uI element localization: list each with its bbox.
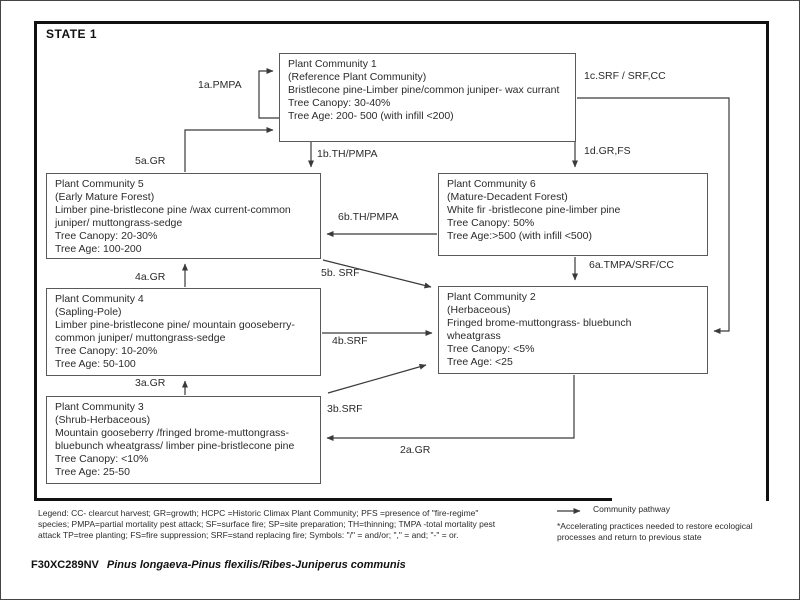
pc1-title: Plant Community 1 [288,58,377,70]
plant-community-5-box: Plant Community 5 (Early Mature Forest) … [46,173,321,259]
pc4-type: (Sapling-Pole) [55,306,122,318]
pc5-canopy: Tree Canopy: 20-30% [55,230,158,242]
pathway-1a-arrow [258,68,279,119]
pc2-composition: Fringed brome-muttongrass- bluebunch whe… [447,317,632,342]
state-frame [34,21,769,501]
pc5-title: Plant Community 5 [55,178,144,190]
pc4-age: Tree Age: 50-100 [55,358,136,370]
pathway-1c-arrow [577,97,730,334]
pc1-composition: Bristlecone pine-Limber pine/common juni… [288,84,560,96]
plant-community-4-box: Plant Community 4 (Sapling-Pole) Limber … [46,288,321,376]
pathway-2a-arrow [326,375,575,441]
ecological-site-species: Pinus longaeva-Pinus flexilis/Ribes-Juni… [106,559,406,571]
pc3-composition: Mountain gooseberry /fringed brome-mutto… [55,427,295,452]
pc4-composition: Limber pine-bristlecone pine/ mountain g… [55,319,295,344]
community-pathway-label: Community pathway [593,504,671,514]
plant-community-3-box: Plant Community 3 (Shrub-Herbaceous) Mou… [46,396,321,484]
pc4-canopy: Tree Canopy: 10-20% [55,345,158,357]
transition-label-6b: 6b.TH/PMPA [338,211,399,223]
pc1-type: (Reference Plant Community) [288,71,427,83]
pc3-age: Tree Age: 25-50 [55,466,130,478]
site-footer: F30XC289NV Pinus longaeva-Pinus flexilis/… [31,559,406,571]
transition-label-2a: 2a.GR [400,444,431,456]
pc6-composition: White fir -bristlecone pine-limber pine [447,204,621,216]
accelerating-practices-footnote: *Accelerating practices needed to restor… [557,521,753,542]
pathway-5b-arrow [322,259,432,289]
pc2-canopy: Tree Canopy: <5% [447,343,535,355]
pc3-title: Plant Community 3 [55,401,144,413]
transition-label-1c: 1c.SRF / SRF,CC [584,70,666,82]
transition-label-5b: 5b. SRF [321,267,360,279]
transition-label-1a: 1a.PMPA [198,79,242,91]
ecological-site-code: F30XC289NV [31,559,99,571]
pc3-canopy: Tree Canopy: <10% [55,453,149,465]
legend-text-block: Legend: CC- clearcut harvest; GR=growth;… [38,508,558,541]
transition-label-4b: 4b.SRF [332,335,368,347]
transition-label-3a: 3a.GR [135,377,166,389]
legend-line-2: species; PMPA=partial mortality pest att… [38,519,496,529]
pc4-title: Plant Community 4 [55,293,144,305]
pc2-type: (Herbaceous) [447,304,511,316]
pc6-canopy: Tree Canopy: 50% [447,217,535,229]
legend-line-3: attack TP=tree planting; FS=fire suppres… [38,530,459,540]
pathway-5a-arrow [184,127,274,172]
transition-label-3b: 3b.SRF [327,403,363,415]
plant-community-6-box: Plant Community 6 (Mature-Decadent Fores… [438,173,708,256]
pc1-canopy: Tree Canopy: 30-40% [288,97,391,109]
state-title: STATE 1 [46,27,98,41]
transition-label-6a: 6a.TMPA/SRF/CC [589,259,674,271]
legend-line-1: Legend: CC- clearcut harvest; GR=growth;… [38,508,479,518]
pathway-3b-arrow [327,363,427,394]
pc3-type: (Shrub-Herbaceous) [55,414,151,426]
pc5-type: (Early Mature Forest) [55,191,155,203]
pc6-type: (Mature-Decadent Forest) [447,191,568,203]
plant-community-1-box: Plant Community 1 (Reference Plant Commu… [279,53,576,142]
pc2-title: Plant Community 2 [447,291,536,303]
pc6-title: Plant Community 6 [447,178,536,190]
transition-label-1d: 1d.GR,FS [584,145,631,157]
pc5-composition: Limber pine-bristlecone pine /wax curren… [55,204,291,229]
transition-label-1b: 1b.TH/PMPA [317,148,378,160]
pc2-age: Tree Age: <25 [447,356,513,368]
plant-community-2-box: Plant Community 2 (Herbaceous) Fringed b… [438,286,708,374]
transition-label-5a: 5a.GR [135,155,166,167]
transition-label-4a: 4a.GR [135,271,166,283]
pc1-age: Tree Age: 200- 500 (with infill <200) [288,110,454,122]
pc6-age: Tree Age:>500 (with infill <500) [447,230,592,242]
pc5-age: Tree Age: 100-200 [55,243,142,255]
